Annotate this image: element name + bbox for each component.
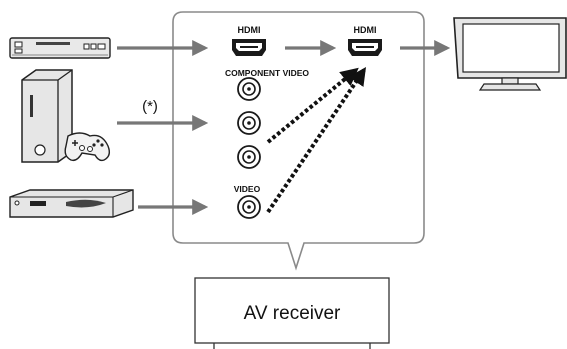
receiver-panel [173, 12, 424, 268]
hdmi-out-label: HDMI [354, 25, 377, 35]
av-receiver: AV receiver [195, 278, 389, 349]
game-console-icon [22, 70, 109, 162]
tv-icon [454, 18, 566, 90]
receiver-label: AV receiver [244, 303, 341, 324]
component-jack-y [238, 78, 260, 100]
set-top-box-icon [10, 190, 133, 217]
component-jack-pb [238, 112, 260, 134]
hdmi-in-label: HDMI [238, 25, 261, 35]
dvd-player-icon [10, 38, 110, 58]
asterisk-note: (*) [142, 98, 158, 115]
component-jack-pr [238, 146, 260, 168]
video-label: VIDEO [234, 184, 261, 194]
component-video-label: COMPONENT VIDEO [225, 68, 309, 78]
video-jack [238, 196, 260, 218]
